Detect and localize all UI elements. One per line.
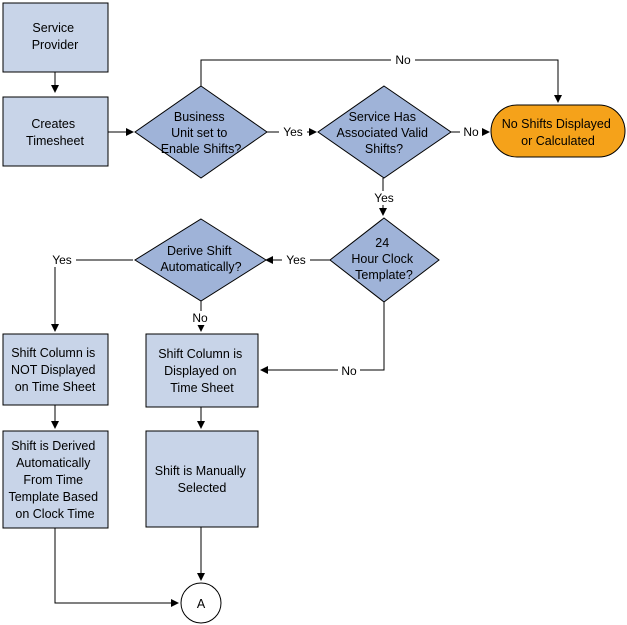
svg-text:Derive Shift Automatical: Derive Shift Automatically? <box>160 244 241 274</box>
svg-text:24 Hour Clock Temp: 24 Hour Clock Template? <box>351 236 416 282</box>
svg-text:Business Unit set to: Business Unit set to Enable Shifts? <box>161 110 242 156</box>
label-yes-business-unit: Yes <box>283 125 303 139</box>
svg-text:Shift Column is Displaye: Shift Column is Displayed on Time Sheet <box>158 347 246 395</box>
label-no-derive: No <box>192 311 208 325</box>
label-no-clock: No <box>341 364 357 378</box>
node-shift-not-displayed: Shift Column is NOT Displayed on Time Sh… <box>2 333 109 406</box>
branch-labels: No Yes No Yes Yes Yes No No <box>48 53 482 378</box>
node-business-unit-decision: Business Unit set to Enable Shifts? <box>134 85 268 179</box>
label-no-top: No <box>395 53 411 67</box>
svg-text:A: A <box>197 597 206 611</box>
label-yes-derive: Yes <box>52 253 72 267</box>
node-shift-manually-selected: Shift is Manually Selected <box>145 430 259 528</box>
node-shift-displayed: Shift Column is Displayed on Time Sheet <box>145 333 259 408</box>
connector-lines <box>51 59 562 607</box>
label-yes-clock: Yes <box>286 253 306 267</box>
label-yes-service: Yes <box>374 191 394 205</box>
svg-text:Shift is Derived Automat: Shift is Derived Automatically From Time… <box>8 439 101 521</box>
node-no-shifts-terminator: No Shifts Displayed or Calculated <box>490 104 626 158</box>
svg-text:Shift Column is NOT Disp: Shift Column is NOT Displayed on Time Sh… <box>11 346 99 394</box>
node-24-hour-clock-decision: 24 Hour Clock Template? <box>329 217 440 303</box>
node-service-valid-shifts-decision: Service Has Associated Valid Shifts? <box>317 85 452 179</box>
svg-text:No Shifts Displayed or C: No Shifts Displayed or Calculated <box>502 117 615 148</box>
node-shift-derived: Shift is Derived Automatically From Time… <box>2 430 109 529</box>
svg-text:Creates Timesheet: Creates Timesheet <box>26 117 84 148</box>
node-creates-timesheet: Creates Timesheet <box>2 96 109 167</box>
svg-text:Shift is Manually Select: Shift is Manually Selected <box>155 464 250 495</box>
svg-text:Service Has Associated V: Service Has Associated Valid Shifts? <box>337 110 432 156</box>
svg-text:Service Provider: Service Provider <box>32 21 79 52</box>
node-connector-a: A <box>180 582 222 624</box>
node-service-provider: Service Provider <box>2 2 109 73</box>
node-derive-shift-decision: Derive Shift Automatically? <box>134 218 267 302</box>
label-no-service: No <box>463 125 479 139</box>
